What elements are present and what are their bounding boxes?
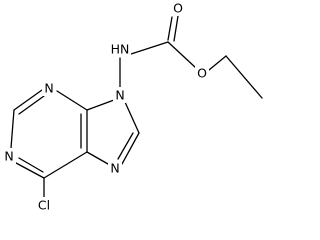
svg-text:N: N (115, 88, 124, 103)
bond-nh-c (130, 41, 169, 55)
bond-c6-c5 (43, 151, 88, 179)
bond-c-o-ester (167, 41, 197, 69)
bond-c-o-double-a (167, 16, 173, 41)
atom-oxygen-ester: O (195, 65, 209, 81)
bond-lines (10, 15, 263, 199)
atom-nitrogen-1: N (2, 148, 16, 164)
svg-text:N: N (4, 149, 13, 164)
atom-labels: O HN O N N N N Cl (2, 0, 209, 213)
atom-nh-amine: HN (109, 41, 131, 57)
bond-c8-n7 (121, 132, 140, 165)
bond-c2-n1 (10, 109, 15, 149)
bond-n3-c2-inner (18, 95, 45, 115)
svg-text:N: N (44, 81, 53, 96)
bond-c8-n7-inner (117, 132, 134, 160)
bond-n3-c2 (13, 89, 43, 111)
bond-c4-n3 (56, 90, 88, 111)
atom-nitrogen-3: N (42, 80, 56, 96)
bond-n7-c5 (86, 151, 109, 165)
atom-nitrogen-9: N (113, 87, 127, 103)
svg-text:Cl: Cl (38, 198, 50, 213)
bond-ch2-ch3 (225, 55, 263, 99)
svg-text:O: O (173, 1, 183, 16)
bond-o-ch2 (208, 55, 227, 71)
chemical-structure-diagram: O HN O N N N N Cl (2, 0, 263, 213)
bond-n9-c8 (124, 101, 140, 134)
svg-text:O: O (197, 66, 207, 81)
svg-text:HN: HN (111, 42, 130, 57)
bond-n9-c4 (86, 99, 115, 111)
atom-oxygen-carbonyl: O (171, 0, 185, 16)
bond-n1-c6 (15, 162, 45, 179)
svg-text:N: N (110, 161, 119, 176)
atom-chlorine: Cl (34, 197, 54, 213)
bond-n1-c6-inner (18, 157, 44, 173)
atom-nitrogen-7: N (108, 160, 122, 176)
bond-c-o-double-b (173, 15, 179, 42)
